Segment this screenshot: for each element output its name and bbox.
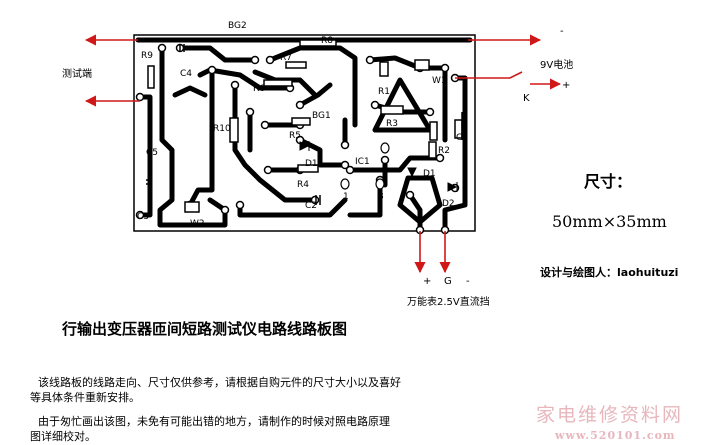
label-c5: C5 <box>146 148 158 158</box>
label-w1: W1 <box>432 76 447 86</box>
red-arrows <box>84 34 562 274</box>
note-1-line-1: 该线路板的线路走向、尺寸仅供参考，请根据自购元件的尺寸大小以及喜好 <box>38 376 401 389</box>
label-d1: D1 <box>305 159 318 169</box>
label-r5: R5 <box>289 131 301 141</box>
label-r6: R6 <box>253 84 265 94</box>
label-c3: C3 <box>137 212 149 222</box>
label-d2: D2 <box>442 199 455 209</box>
label-pin-1: 1 <box>343 192 349 202</box>
label-r9: R9 <box>141 51 153 61</box>
size-value: 50mm×35mm <box>552 212 667 231</box>
label-pin-8: 8 <box>378 192 384 202</box>
label-meter-minus: - <box>466 276 470 287</box>
label-r2: R2 <box>438 146 450 156</box>
designer-name: laohuituzi <box>617 266 679 279</box>
page-title: 行输出变压器匝间短路测试仪电路线路板图 <box>62 320 348 338</box>
label-r10: R10 <box>213 124 231 134</box>
label-r4: R4 <box>297 180 309 190</box>
pcb-traces <box>135 37 473 233</box>
label-r8: R8 <box>321 36 333 46</box>
label-plus-right: + <box>562 80 570 91</box>
label-meter-range: 万能表2.5V直流挡 <box>407 295 490 308</box>
diodes <box>299 141 458 192</box>
label-c4: C4 <box>180 69 192 79</box>
resistor-bodies <box>147 39 463 213</box>
label-minus-top: - <box>560 26 564 37</box>
label-meter-plus: + <box>423 276 431 287</box>
label-meter-g: G <box>444 276 452 287</box>
label-r1: R1 <box>378 87 390 97</box>
note-1-line-2: 等具体条件重新安排。 <box>30 391 140 404</box>
label-r3: R3 <box>386 119 398 129</box>
label-ic1: IC1 <box>355 157 370 167</box>
label-r7: R7 <box>280 53 292 63</box>
note-1: 该线路板的线路走向、尺寸仅供参考，请根据自购元件的尺寸大小以及喜好 等具体条件重… <box>30 375 401 405</box>
designer-credit: 设计与绘图人：laohuituzi <box>540 264 678 280</box>
note-2-line-2: 图详细校对。 <box>30 430 96 443</box>
w1-triangle <box>372 77 443 225</box>
note-2-line-1: 由于匆忙画出该图，未免有可能出错的地方，请制作的时候对照电路原理 <box>38 415 390 428</box>
label-bg1: BG1 <box>312 111 331 121</box>
label-w2: W2 <box>190 219 205 229</box>
designer-label: 设计与绘图人： <box>540 266 617 279</box>
note-2: 由于匆忙画出该图，未免有可能出错的地方，请制作的时候对照电路原理 图详细校对。 <box>30 414 390 444</box>
label-battery: 9V电池 <box>540 58 573 71</box>
label-switch: K <box>523 93 530 104</box>
board-outline <box>133 34 476 232</box>
label-bg2: BG2 <box>228 21 247 31</box>
label-c2: C2 <box>305 201 317 211</box>
size-label: 尺寸： <box>584 172 633 191</box>
label-d1-right: D1 <box>423 169 436 179</box>
ic-pins <box>340 142 390 190</box>
label-test-terminal: 测试端 <box>62 67 92 80</box>
label-c1: C1 <box>456 133 468 143</box>
watermark-text: 家电维修资料网 <box>536 404 684 426</box>
capacitors <box>146 44 463 205</box>
watermark-url: www.520101.com <box>555 429 676 442</box>
